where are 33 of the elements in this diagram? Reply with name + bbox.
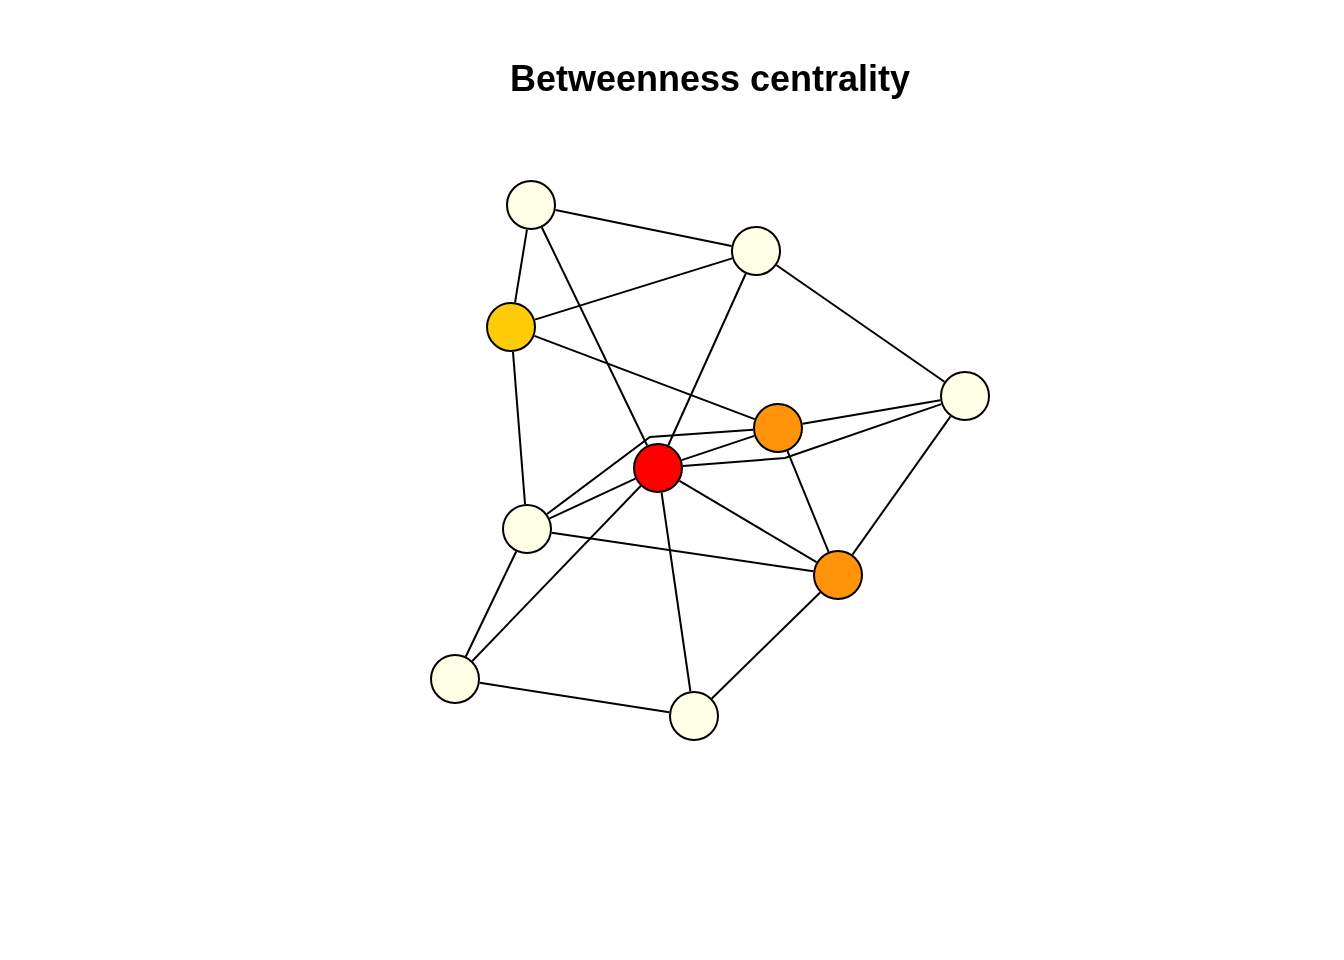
chart-title: Betweenness centrality bbox=[509, 58, 911, 100]
connector-line bbox=[478, 681, 671, 714]
circle-node bbox=[506, 180, 556, 230]
connector-line bbox=[660, 491, 692, 693]
circle-node bbox=[502, 504, 552, 554]
connector-line bbox=[680, 434, 756, 462]
connector-line bbox=[710, 591, 822, 700]
connector-line bbox=[554, 209, 733, 247]
connector-line bbox=[546, 428, 755, 516]
connector-line bbox=[548, 477, 637, 520]
connector-line bbox=[667, 272, 747, 447]
connector-line bbox=[511, 350, 527, 506]
connector-line bbox=[851, 415, 952, 556]
connector-line bbox=[775, 264, 946, 383]
connector-line bbox=[550, 531, 815, 573]
connector-line bbox=[678, 479, 818, 564]
connector-line bbox=[471, 485, 642, 662]
circle-node bbox=[731, 226, 781, 276]
connector-line bbox=[533, 257, 734, 321]
circle-node bbox=[753, 403, 803, 453]
connector-line bbox=[681, 403, 943, 468]
connector-line bbox=[786, 450, 830, 553]
connector-line bbox=[533, 334, 756, 421]
connector-line bbox=[464, 550, 518, 658]
connector-line bbox=[540, 226, 649, 447]
circle-node bbox=[633, 443, 683, 493]
circle-node bbox=[669, 691, 719, 741]
circle-node bbox=[813, 550, 863, 600]
circle-node bbox=[430, 654, 480, 704]
circle-node bbox=[486, 302, 536, 352]
circle-node bbox=[940, 371, 990, 421]
connector-line bbox=[801, 399, 942, 425]
connector-line bbox=[514, 228, 528, 304]
